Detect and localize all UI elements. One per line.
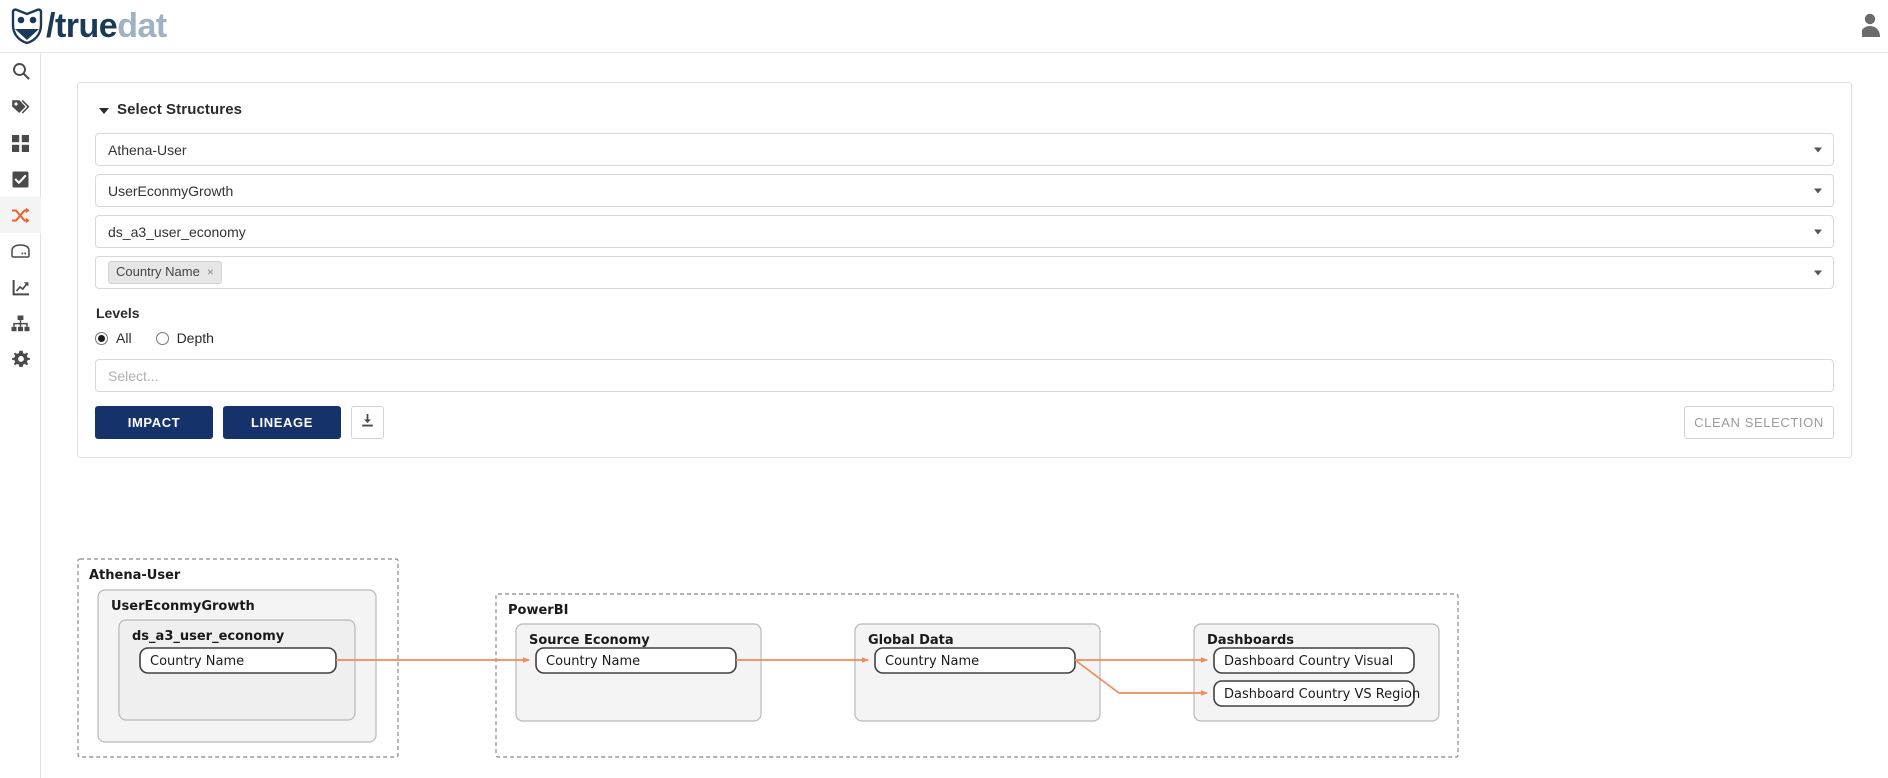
grid-icon	[12, 134, 29, 152]
chevron-down-icon	[1814, 188, 1822, 193]
levels-label: Levels	[96, 305, 140, 321]
page-title: Select Structures	[117, 101, 243, 118]
field-node-dashboard-country-vs-region[interactable]	[1213, 680, 1415, 707]
radio-depth[interactable]	[155, 331, 169, 345]
select-structures-panel: Select Structures Athena-User UserEconmy…	[77, 82, 1852, 458]
group-source-economy-label: Source Economy	[529, 633, 650, 648]
gear-icon	[11, 350, 30, 368]
system-powerbi-border	[495, 593, 1459, 758]
sidebar-item-tags[interactable]	[0, 89, 41, 125]
lineage-graph[interactable]: Athena-User UserEconmyGrowth ds_a3_user_…	[77, 548, 1857, 778]
system-powerbi-label: PowerBI	[508, 603, 568, 618]
system-select[interactable]: Athena-User	[95, 133, 1834, 166]
radio-all-label: All	[116, 330, 132, 346]
sidebar-item-search[interactable]	[0, 53, 41, 89]
levels-radio-group: All Depth	[95, 330, 1834, 346]
structure-select-value: ds_a3_user_economy	[108, 223, 246, 240]
logo-true: true	[54, 7, 118, 45]
field-node-label: Country Name	[150, 654, 244, 669]
sidebar-item-metrics[interactable]	[0, 269, 41, 305]
depth-select[interactable]: Select...	[95, 359, 1834, 392]
edge-global-data-to-vs-region	[1074, 659, 1208, 696]
system-athena-user-label: Athena-User	[89, 568, 181, 583]
action-button-row: IMPACT LINEAGE CLEAN SELECTION	[95, 406, 1834, 439]
check-square-icon	[12, 171, 29, 188]
structure-select[interactable]: ds_a3_user_economy	[95, 215, 1834, 248]
close-icon[interactable]: ×	[206, 265, 214, 279]
top-bar: /truedat	[0, 0, 1888, 53]
chevron-down-icon	[1814, 147, 1822, 152]
group-select[interactable]: UserEconmyGrowth	[95, 174, 1834, 207]
chevron-down-icon	[1814, 229, 1822, 234]
fields-select[interactable]: Country Name ×	[95, 256, 1834, 289]
group-select-value: UserEconmyGrowth	[108, 182, 234, 199]
database-icon	[11, 244, 30, 258]
sitemap-icon	[11, 315, 30, 332]
sidebar-item-sources[interactable]	[0, 233, 41, 269]
shuffle-icon	[11, 207, 30, 224]
tags-icon	[11, 98, 30, 116]
radio-depth-label: Depth	[176, 330, 214, 346]
sidebar-item-structures[interactable]	[0, 305, 41, 341]
field-node-label: Dashboard Country Visual	[1224, 654, 1393, 669]
sidebar-item-lineage[interactable]	[0, 197, 41, 233]
download-icon	[360, 413, 375, 433]
sidebar-item-domains[interactable]	[0, 125, 41, 161]
chart-line-icon	[12, 279, 30, 296]
lineage-button[interactable]: LINEAGE	[223, 406, 341, 439]
group-global-data-label: Global Data	[868, 633, 954, 648]
user-avatar-icon[interactable]	[1862, 10, 1888, 40]
field-node-label: Country Name	[885, 654, 979, 669]
radio-all[interactable]	[95, 331, 108, 345]
logo-dat: dat	[117, 7, 167, 45]
panel-header[interactable]: Select Structures	[99, 101, 1834, 118]
search-icon	[12, 62, 30, 80]
system-athena-user[interactable]: Athena-User UserEconmyGrowth ds_a3_user_…	[77, 558, 399, 758]
field-node-dashboard-country-visual[interactable]	[1213, 647, 1415, 674]
structure-ds-a3-user-economy-label: ds_a3_user_economy	[132, 629, 285, 644]
logo-wordmark: /truedat	[46, 9, 167, 43]
group-usereconmygrowth-label: UserEconmyGrowth	[111, 599, 255, 614]
left-sidebar	[0, 53, 41, 778]
depth-select-placeholder: Select...	[108, 367, 159, 384]
system-athena-user-border	[77, 558, 399, 758]
clean-selection-button[interactable]: CLEAN SELECTION	[1684, 406, 1834, 439]
main-content: Select Structures Athena-User UserEconmy…	[41, 53, 1888, 778]
field-chip-label: Country Name	[116, 264, 200, 279]
chevron-down-icon	[99, 107, 109, 114]
field-node-label: Country Name	[546, 654, 640, 669]
download-button[interactable]	[351, 406, 384, 439]
sidebar-item-settings[interactable]	[0, 341, 41, 377]
field-node-label: Dashboard Country VS Region	[1224, 687, 1420, 702]
logo-slash: /	[46, 7, 55, 45]
lineage-edges	[336, 657, 1208, 696]
truedat-owl-icon	[11, 8, 43, 44]
app-logo[interactable]: /truedat	[10, 3, 167, 49]
chevron-down-icon	[1814, 270, 1822, 275]
system-select-value: Athena-User	[108, 141, 187, 158]
impact-button[interactable]: IMPACT	[95, 406, 213, 439]
sidebar-item-quality[interactable]	[0, 161, 41, 197]
system-powerbi[interactable]: PowerBI Source Economy Country Name Glob…	[495, 593, 1459, 758]
field-chip[interactable]: Country Name ×	[108, 261, 222, 284]
group-dashboards-label: Dashboards	[1207, 633, 1294, 648]
